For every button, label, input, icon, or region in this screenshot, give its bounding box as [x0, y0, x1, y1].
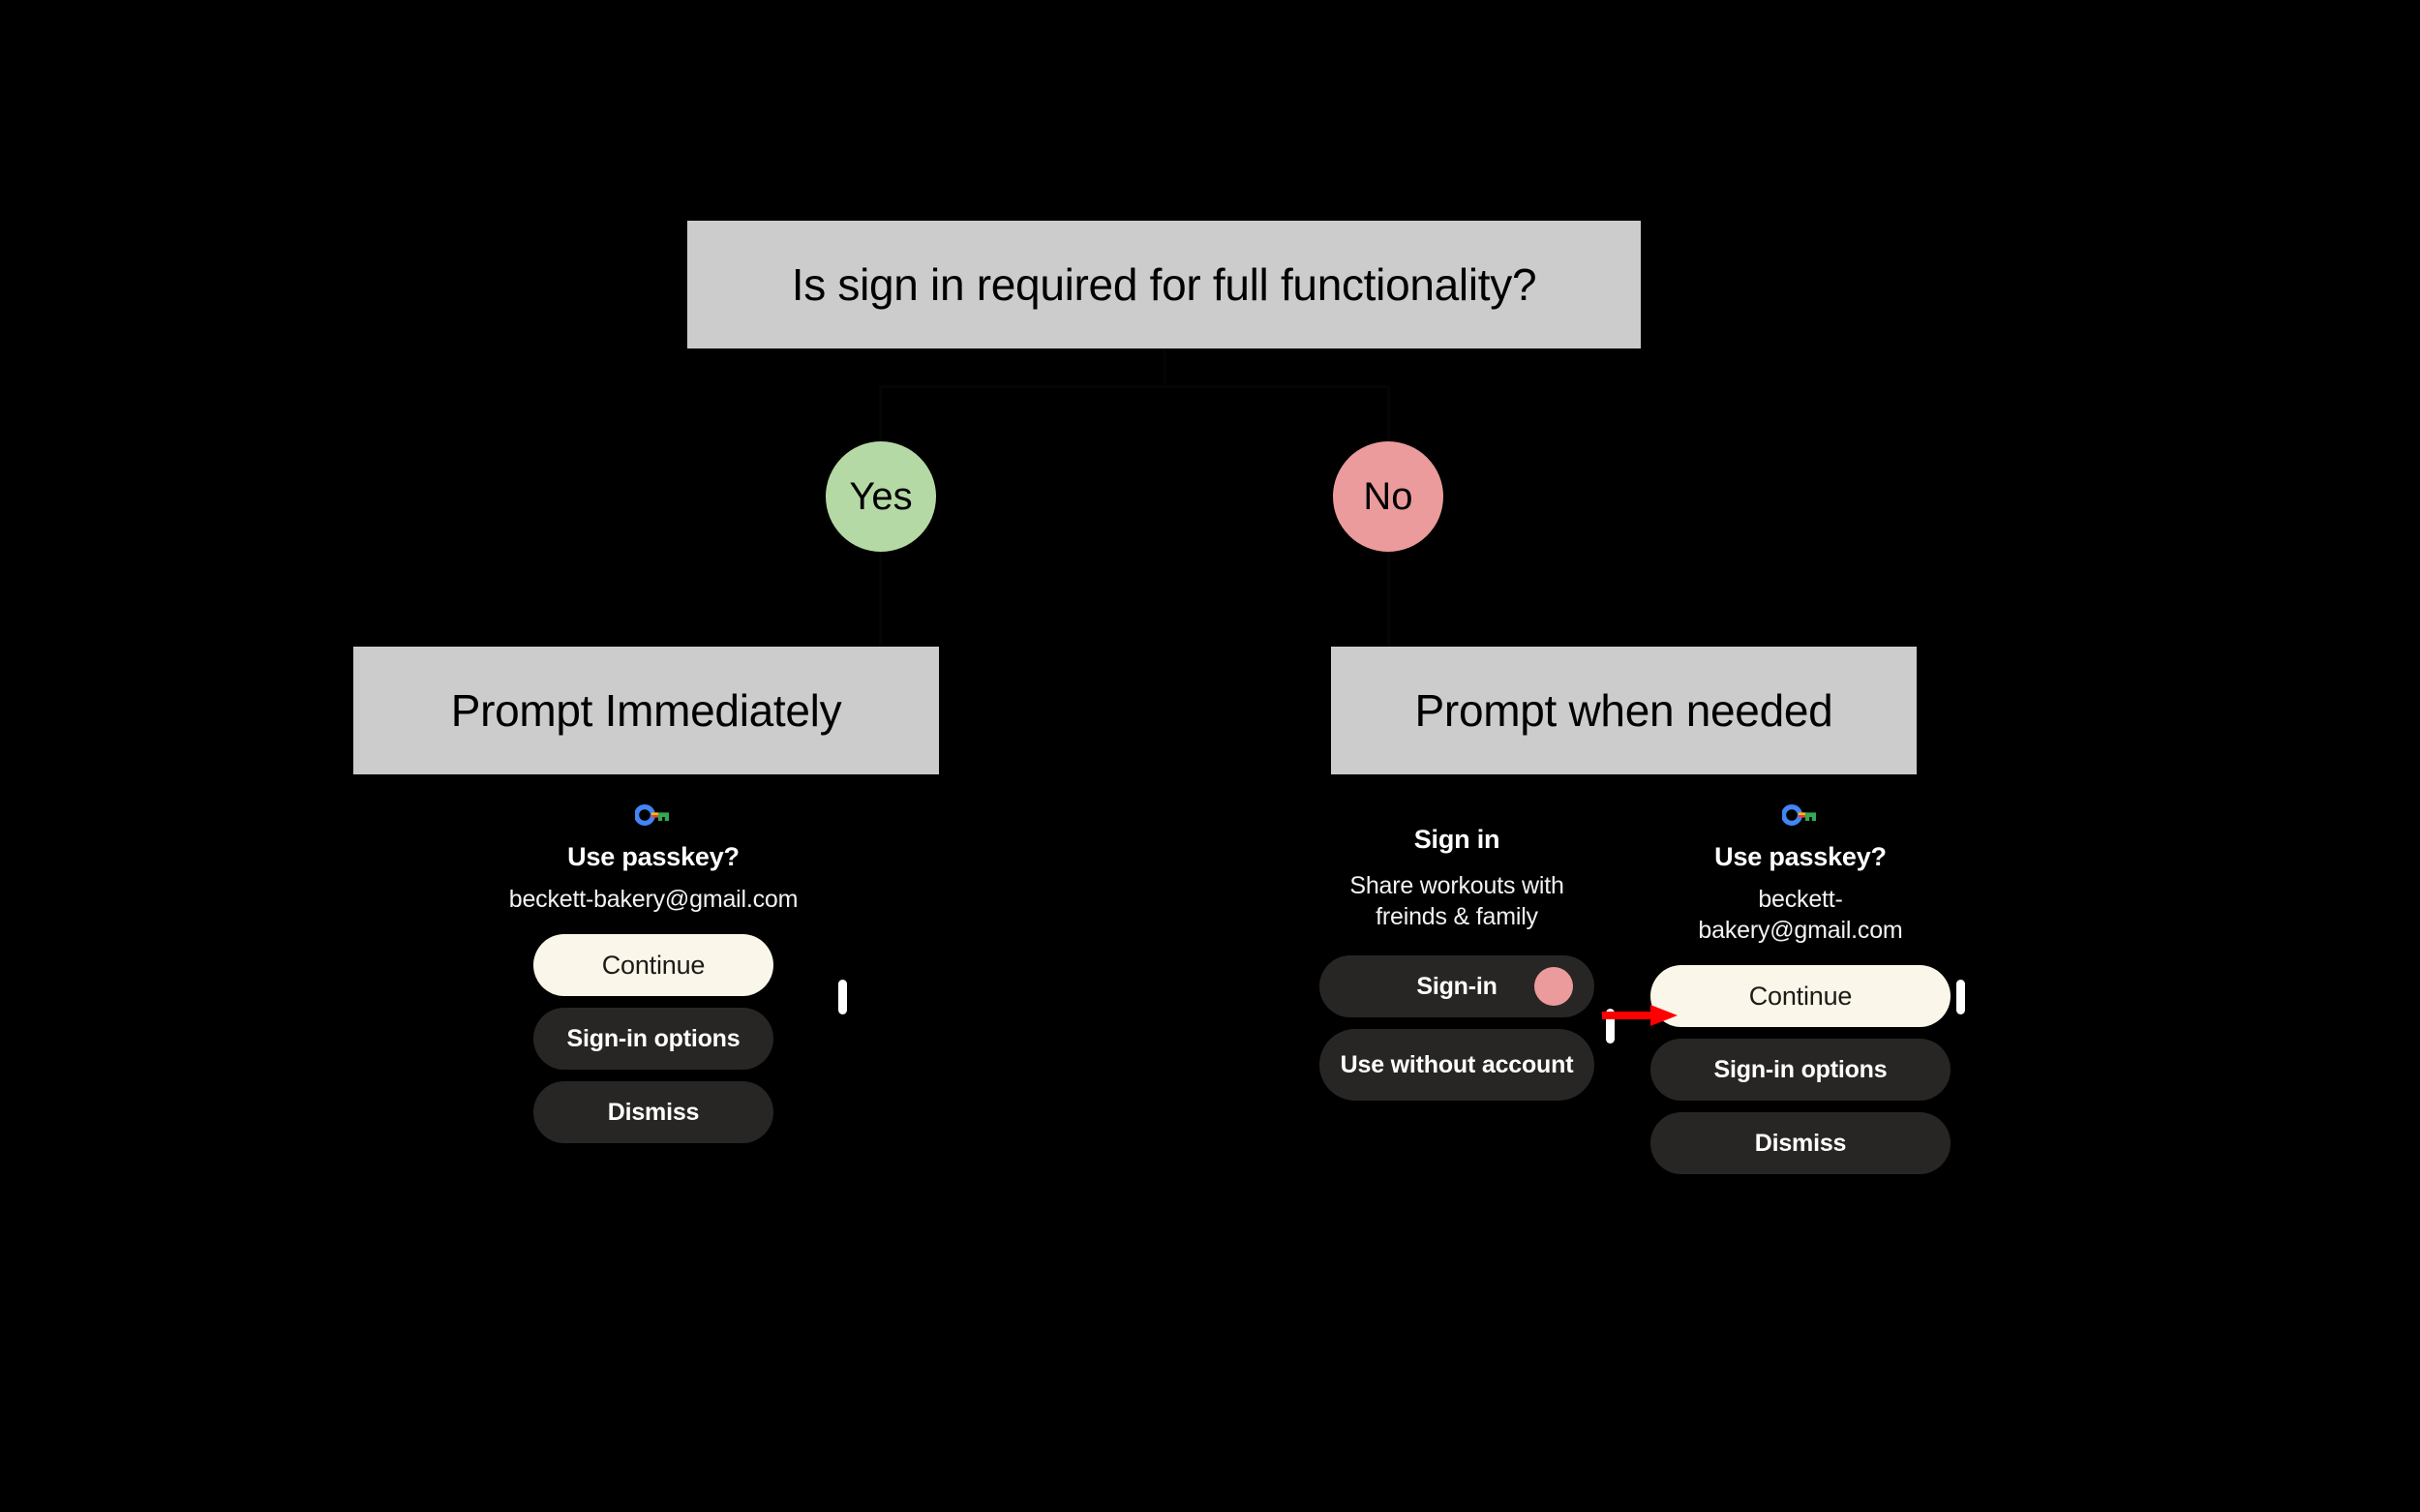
signin-subtitle: Share workouts with freinds & family	[1349, 872, 1564, 931]
passkey-title: Use passkey?	[1714, 842, 1887, 871]
sign-in-button-label: Sign-in	[1416, 973, 1497, 1001]
sign-in-options-button[interactable]: Sign-in options	[533, 1008, 773, 1071]
connector-yes-branch	[881, 385, 1166, 388]
tap-indicator-dot	[1534, 967, 1573, 1007]
signin-title: Sign in	[1413, 825, 1500, 854]
google-passkey-icon	[1782, 804, 1816, 826]
passkey-account: beckett-bakery@gmail.com	[1698, 886, 1903, 945]
watch-screen-left-passkey: Use passkey? beckett-bakery@gmail.com Co…	[465, 803, 853, 1346]
passkey-account: beckett-bakery@gmail.com	[508, 886, 799, 914]
red-flow-arrow-icon	[1602, 1005, 1678, 1026]
connector-decision-to-yes	[1164, 348, 1166, 387]
outcome-box-prompt-immediately: Prompt Immediately	[353, 647, 939, 774]
continue-button[interactable]: Continue	[533, 934, 773, 997]
continue-button[interactable]: Continue	[1650, 965, 1951, 1028]
sign-in-button[interactable]: Sign-in	[1319, 955, 1594, 1018]
watch-screen-right-passkey: Use passkey? beckett-bakery@gmail.com Co…	[1646, 803, 1971, 1346]
sign-in-options-button[interactable]: Sign-in options	[1650, 1039, 1951, 1102]
dismiss-button[interactable]: Dismiss	[533, 1081, 773, 1144]
branch-label-yes: Yes	[826, 441, 936, 552]
connector-no-branch	[1164, 385, 1390, 388]
outcome-box-prompt-when-needed: Prompt when needed	[1331, 647, 1917, 774]
use-without-account-button[interactable]: Use without account	[1319, 1029, 1594, 1102]
scroll-indicator-left[interactable]	[808, 939, 853, 1055]
watch-screen-middle-signin: Sign in Share workouts with freinds & fa…	[1307, 803, 1620, 1346]
decision-box: Is sign in required for full functionali…	[687, 221, 1641, 348]
branch-label-no: No	[1333, 441, 1443, 552]
passkey-title: Use passkey?	[567, 842, 740, 871]
google-passkey-icon	[635, 804, 669, 826]
dismiss-button[interactable]: Dismiss	[1650, 1112, 1951, 1175]
